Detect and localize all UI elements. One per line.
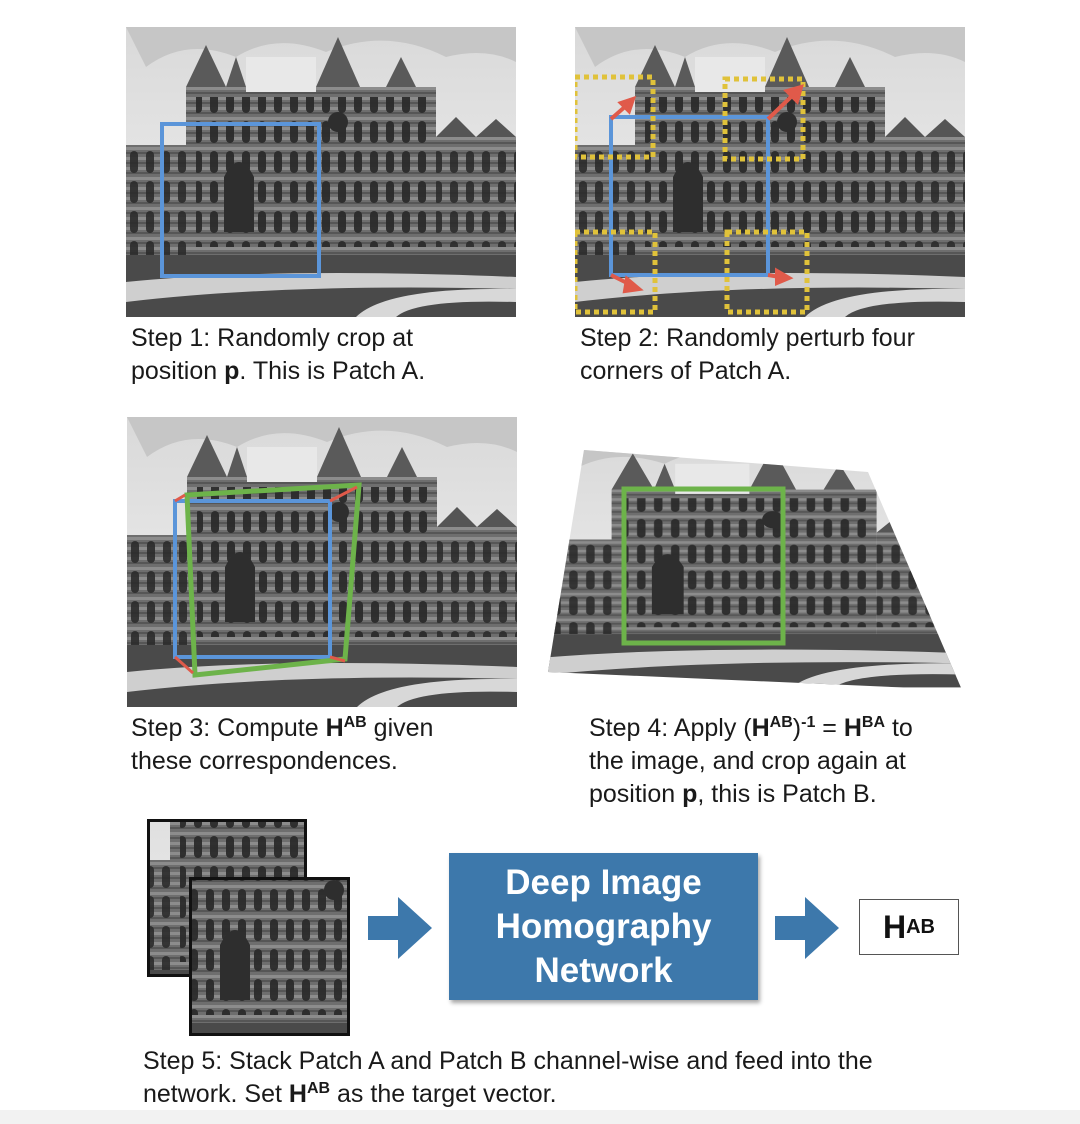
step4-caption: Step 4: Apply (HAB)-1 = HBA to the image… xyxy=(589,714,913,808)
step3-photo xyxy=(127,417,517,707)
corner-region xyxy=(575,229,658,315)
step1-caption: Step 1: Randomly crop at position p. Thi… xyxy=(131,324,426,385)
corner-region xyxy=(575,74,656,160)
correspondence-arrow xyxy=(174,493,186,503)
patch-b-thumbnail xyxy=(189,877,350,1036)
corner-region xyxy=(722,76,806,162)
step4-photo xyxy=(548,432,962,694)
patch-a-box xyxy=(173,499,332,659)
patch-b-quad xyxy=(184,482,362,678)
arrow-right-icon xyxy=(368,897,432,959)
correspondence-arrow xyxy=(174,655,194,675)
footer-strip xyxy=(0,1110,1080,1124)
step2-caption: Step 2: Randomly perturb four corners of… xyxy=(580,324,915,385)
step3-caption: Step 3: Compute HAB given these correspo… xyxy=(131,714,434,775)
patch-b-box xyxy=(621,486,786,646)
step5-caption: Step 5: Stack Patch A and Patch B channe… xyxy=(143,1047,873,1108)
corner-region xyxy=(724,229,810,315)
step1-photo xyxy=(126,27,516,317)
step2-photo xyxy=(575,27,965,317)
network-box: Deep Image Homography Network xyxy=(449,853,758,1000)
correspondence-arrow xyxy=(329,485,358,503)
patch-a-box xyxy=(160,122,321,278)
arrow-right-icon xyxy=(775,897,839,959)
correspondence-arrow xyxy=(329,655,346,663)
perturb-arrow xyxy=(766,93,795,121)
patch-a-box xyxy=(609,115,770,277)
